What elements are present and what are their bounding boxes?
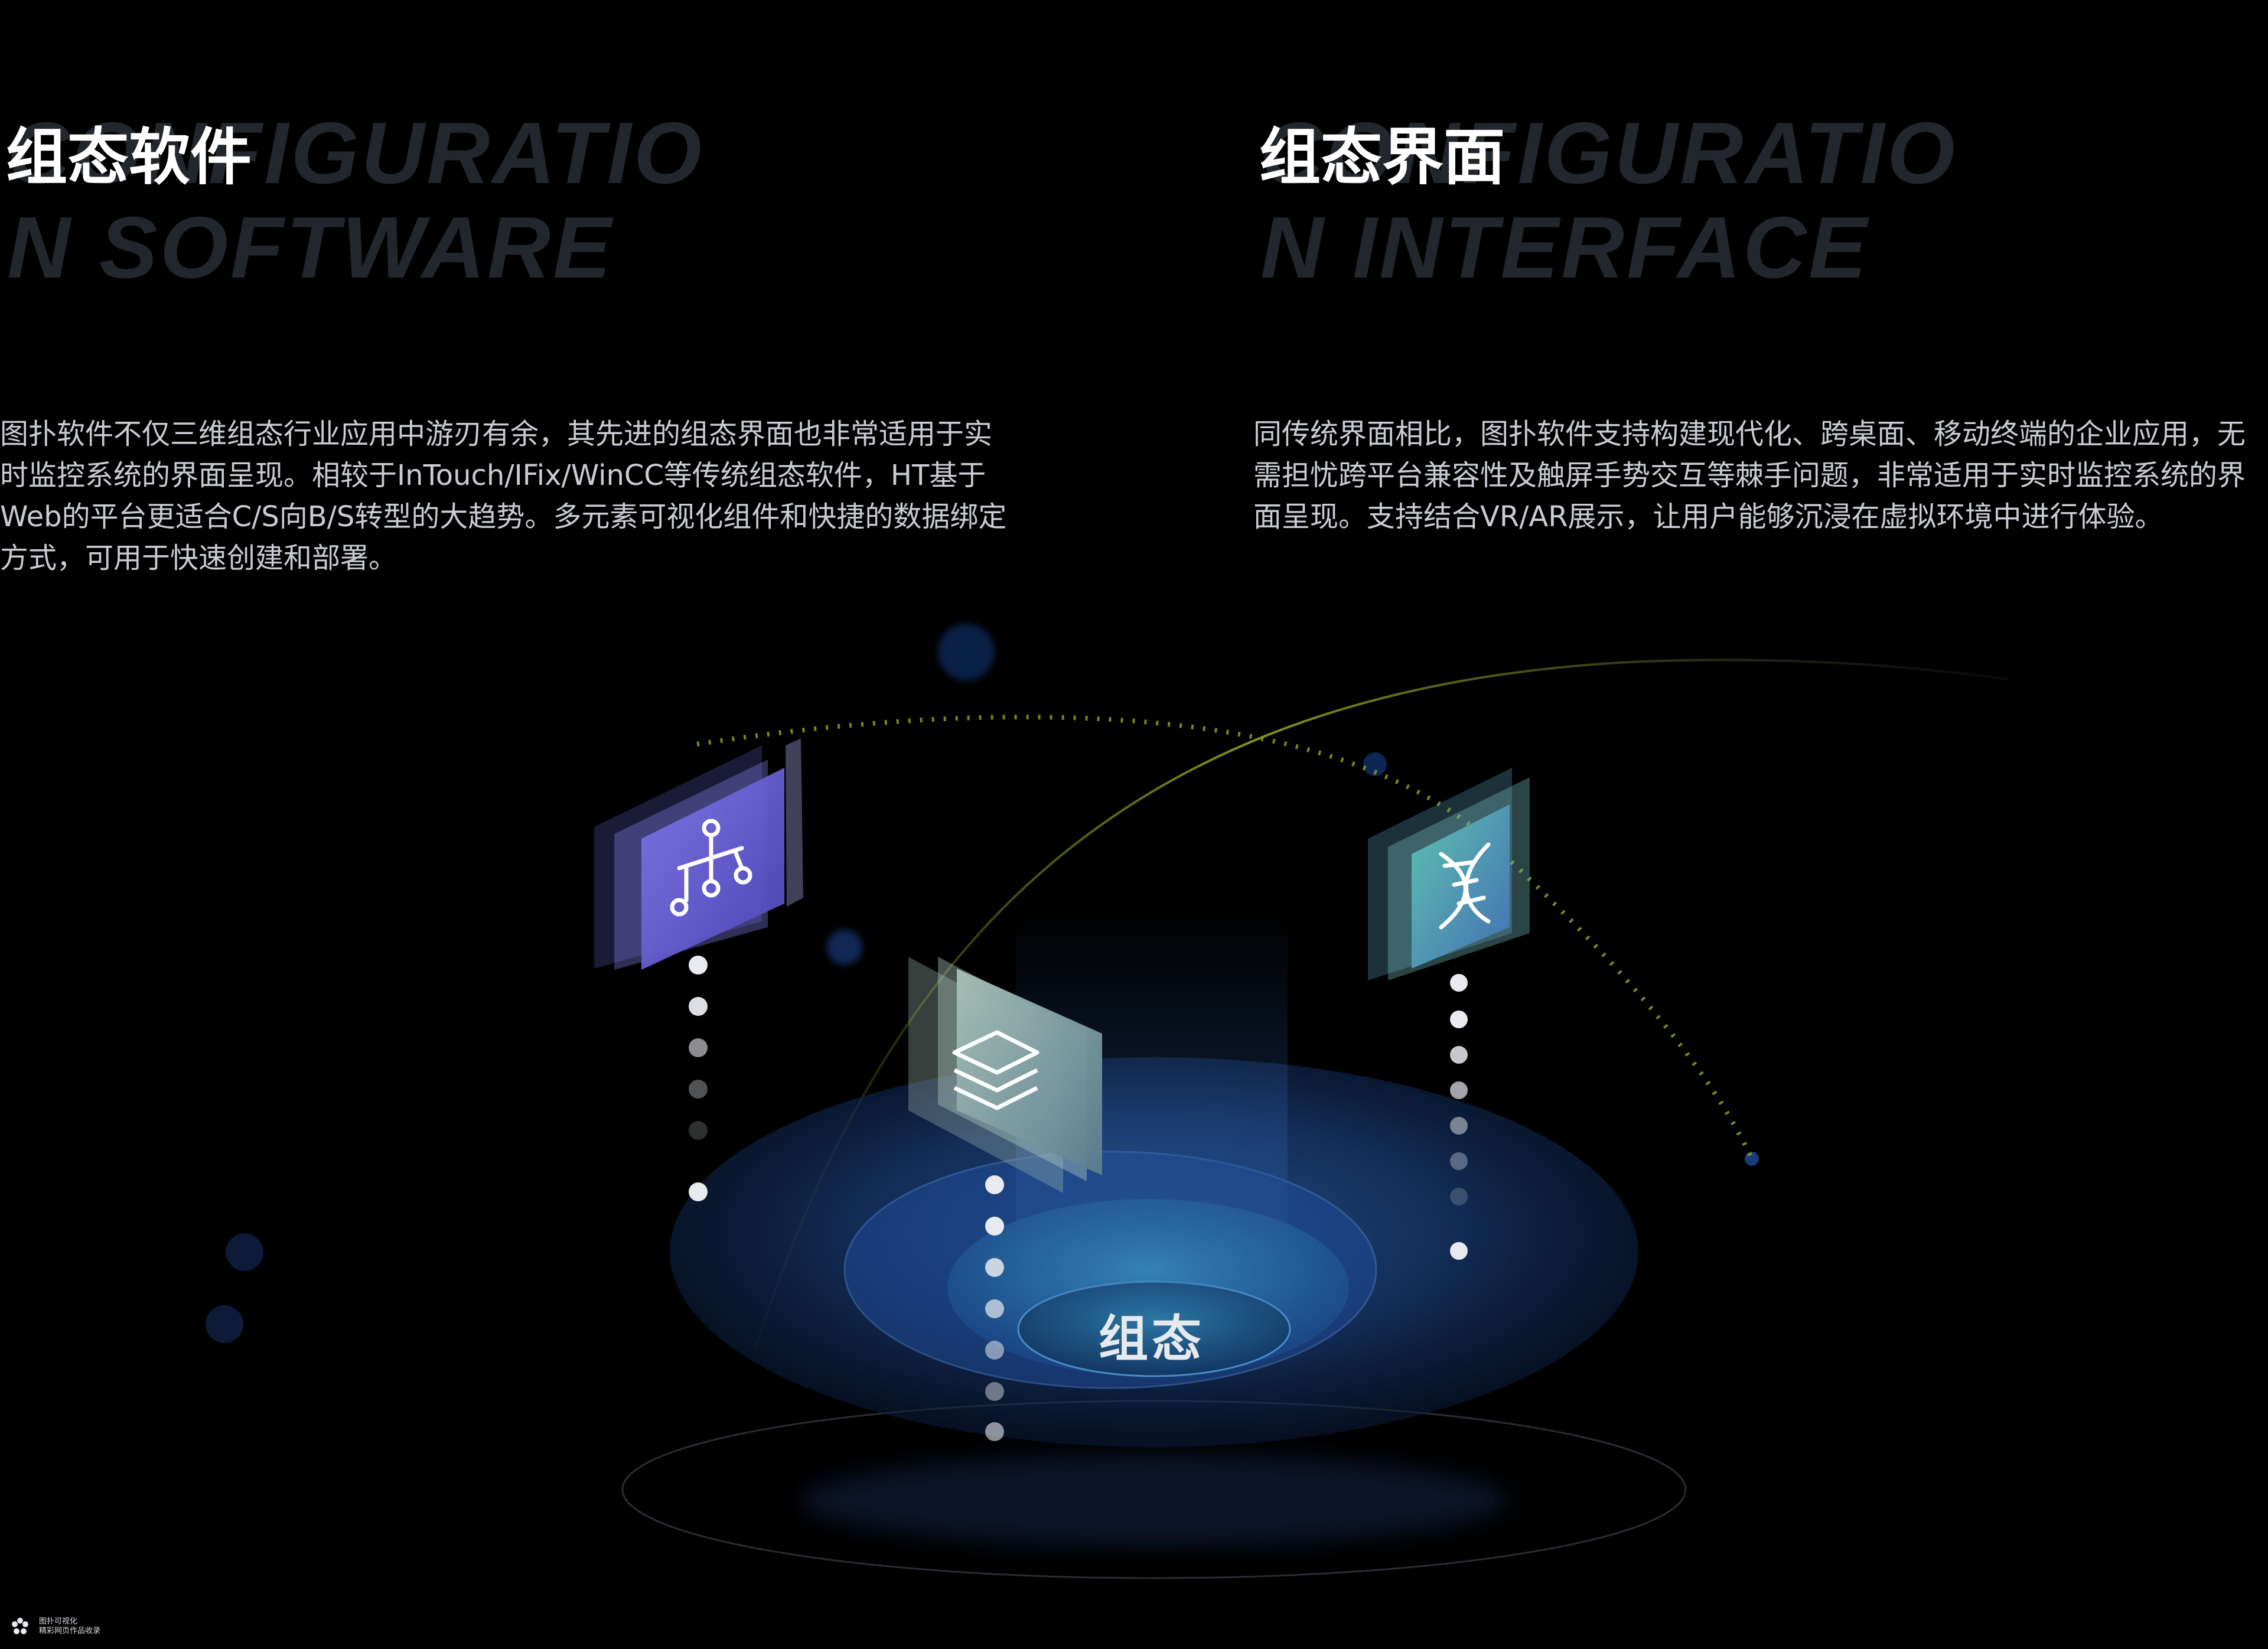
left-section-description: 图扑软件不仅三维组态行业应用中游刃有余，其先进的组态界面也非常适用于实时监控系统… — [0, 418, 1007, 575]
center-card-stack — [908, 957, 1102, 1193]
floating-orb — [938, 624, 995, 680]
hierarchy-nodes-icon — [670, 819, 752, 917]
right-dot-connector — [1450, 974, 1468, 1260]
right-background-english-title: CONFIGURATIO N INTERFACE — [1260, 106, 1957, 295]
logo-line-2: 精彩网页作品收录 — [39, 1627, 101, 1635]
right-section-title: 组态界面 — [1259, 120, 1506, 193]
dna-helix-icon — [1439, 842, 1491, 930]
left-card-stack — [594, 738, 803, 970]
right-section-description: 同传统界面相比，图扑软件支持构建现代化、跨桌面、移动终端的企业应用，无需担忧跨平… — [1253, 418, 2246, 533]
left-background-english-title: CONFIGURATIO N SOFTWARE — [7, 106, 704, 295]
left-dot-connector — [689, 956, 708, 1201]
flower-logo-icon — [12, 1618, 28, 1634]
logo-line-1: 图扑可视化 — [39, 1617, 78, 1626]
center-dot-connector — [985, 1175, 1004, 1441]
floating-orb — [827, 930, 862, 965]
floating-orb — [206, 1305, 243, 1343]
floating-orb — [1363, 752, 1387, 776]
right-bg-line-1: CONFIGURATIO — [1260, 105, 1957, 202]
left-section-title: 组态软件 — [6, 120, 252, 193]
layers-stack-icon — [952, 1030, 1040, 1110]
accent-arc — [755, 659, 2009, 1347]
left-bg-line-1: CONFIGURATIO — [7, 105, 704, 202]
brand-logo: 图扑可视化 精彩网页作品收录 — [9, 1616, 100, 1637]
center-platform-label: 组态 — [1098, 1310, 1205, 1368]
floating-orb — [226, 1233, 263, 1271]
right-bg-line-2: N INTERFACE — [1260, 199, 1869, 296]
left-bg-line-2: N SOFTWARE — [7, 199, 614, 296]
configuration-diagram — [206, 624, 2009, 1579]
right-card-stack — [1368, 768, 1530, 980]
